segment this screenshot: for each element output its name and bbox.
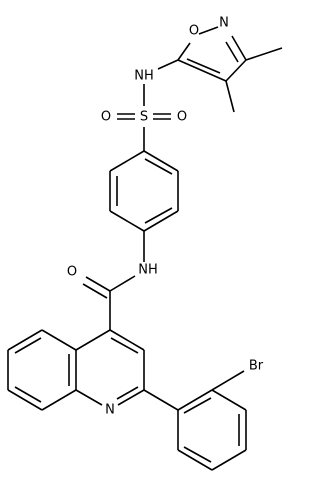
bond-c5-o1 [177,42,191,61]
bond-carbonyl-o-double [82,283,108,299]
chemical-structure-diagram: O N NH S O O O NH N Br [7,16,283,471]
bond-c4-c5-double [186,58,221,74]
bond-ph3 [143,210,179,232]
isoxazole-oxygen-label: O [189,24,199,39]
bond-bp1-inner [183,397,212,414]
bond-q-c8a-c8 [41,389,77,411]
amide-group [82,231,145,330]
quinoline-ring [7,329,145,411]
bond-bp1 [177,389,213,411]
bond-bp5-inner [183,446,212,463]
bond-q-c8-c7-inner [14,386,42,403]
bond-c4-methyl [225,80,235,113]
bond-q-c4-c3-inner [110,337,139,354]
bond-q-n1-c8a [75,389,103,406]
phenylene-ring [109,150,179,232]
bond-n2-c3 [231,35,247,61]
bond-q-c2-n1-inner [116,386,139,400]
sulfonyl-oxygen-right-label: O [177,110,187,125]
bond-carbonyl-o [85,276,111,292]
isoxazole-ring [177,26,283,113]
amide-nh-label: NH [138,263,158,278]
amide-oxygen-label: O [67,265,77,280]
bond-c3-methyl [245,47,283,61]
bond-q-c2-n1 [117,389,145,406]
bond-c4-c5 [177,59,227,82]
bond-o1-n2 [198,26,219,35]
sulfonyl-oxygen-left-label: O [101,110,111,125]
bond-ph1-inner [144,158,173,175]
bond-q-c4a-c4 [75,329,111,351]
bond-c5-nh [157,59,179,70]
bond-bp2 [211,389,247,411]
bond-q-c4-c3 [109,329,145,351]
isoxazole-nitrogen-label: N [219,16,229,31]
bond-n2-c3-double [225,41,239,63]
bond-q-c6-c5-inner [14,337,42,354]
sulfur-label: S [140,110,148,125]
bromine-label: Br [249,359,264,374]
bond-c3-c4 [225,59,247,82]
bond-ph6 [109,150,145,172]
sulfonamide-group [117,59,179,151]
bond-ph3-inner [144,207,173,224]
bond-nh-carbonyl [109,275,136,292]
bromophenyl-ring [143,370,247,471]
bond-q-c6-c5 [7,329,43,351]
bond-ph4 [109,210,145,232]
bond-q-c5-c4a [41,329,77,351]
quinoline-nitrogen-label: N [105,403,115,418]
bond-bp5 [177,449,213,471]
bond-ph1 [143,150,179,172]
bond-q-c8-c7 [7,389,43,411]
bond-bp-br [211,370,245,391]
bond-bp4 [211,449,247,471]
sulfonamide-nh-label: NH [134,69,154,84]
bond-q-c2-aryl [143,389,179,411]
